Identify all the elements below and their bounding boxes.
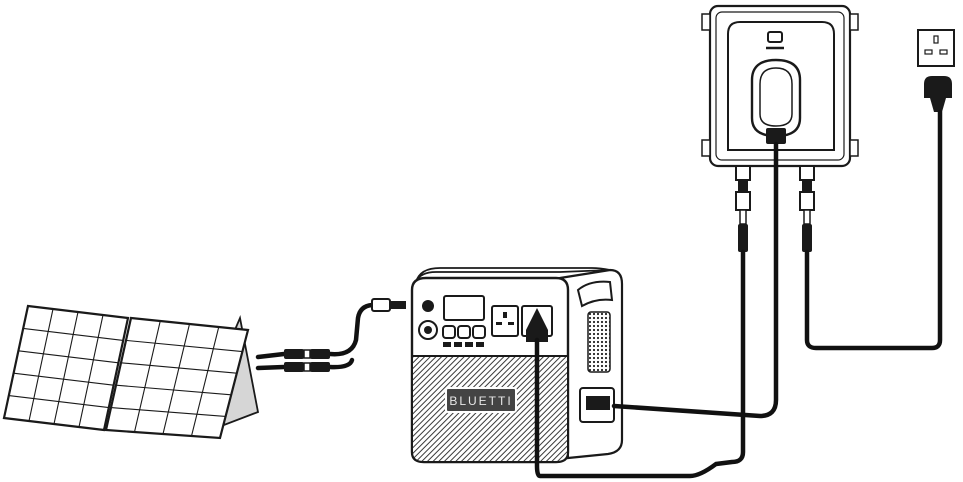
- mc4-connector-bottom: [284, 362, 330, 372]
- solar-grid-line: [78, 314, 104, 428]
- wall-box-mc4-left: [735, 165, 751, 252]
- solar-cell-grid: [8, 308, 243, 437]
- brand-label: BLUETTI: [449, 394, 512, 408]
- cables: [534, 109, 943, 479]
- mc4-connector-top: [284, 349, 330, 359]
- uk-socket-icon: [917, 29, 955, 67]
- solar-grid-line: [53, 311, 79, 425]
- solar-grid-line: [110, 407, 226, 417]
- solar-grid-line: [8, 395, 109, 409]
- solar-grid-line: [115, 384, 232, 396]
- solar-grid-line: [28, 308, 54, 422]
- solar-grid-line: [120, 362, 237, 374]
- solar-grid-line: [125, 339, 243, 353]
- solar-grid-line: [133, 320, 161, 433]
- solar-grid-line: [162, 323, 191, 435]
- solar-grid-line: [23, 327, 124, 341]
- uk-plug-icon: [924, 76, 952, 112]
- solar-panel-icon: [2, 304, 260, 440]
- solar-cable: [255, 298, 406, 372]
- usb-ports: [442, 325, 486, 347]
- uk-plug-in-station-icon: [526, 308, 548, 342]
- solar-grid-line: [18, 350, 119, 364]
- power-station-icon: BLUETTI: [410, 267, 624, 464]
- wall-box-mc4-right: [799, 165, 815, 252]
- solar-grid-line: [190, 326, 220, 437]
- solar-grid-line: [13, 372, 114, 386]
- wall-box-icon: [701, 4, 859, 168]
